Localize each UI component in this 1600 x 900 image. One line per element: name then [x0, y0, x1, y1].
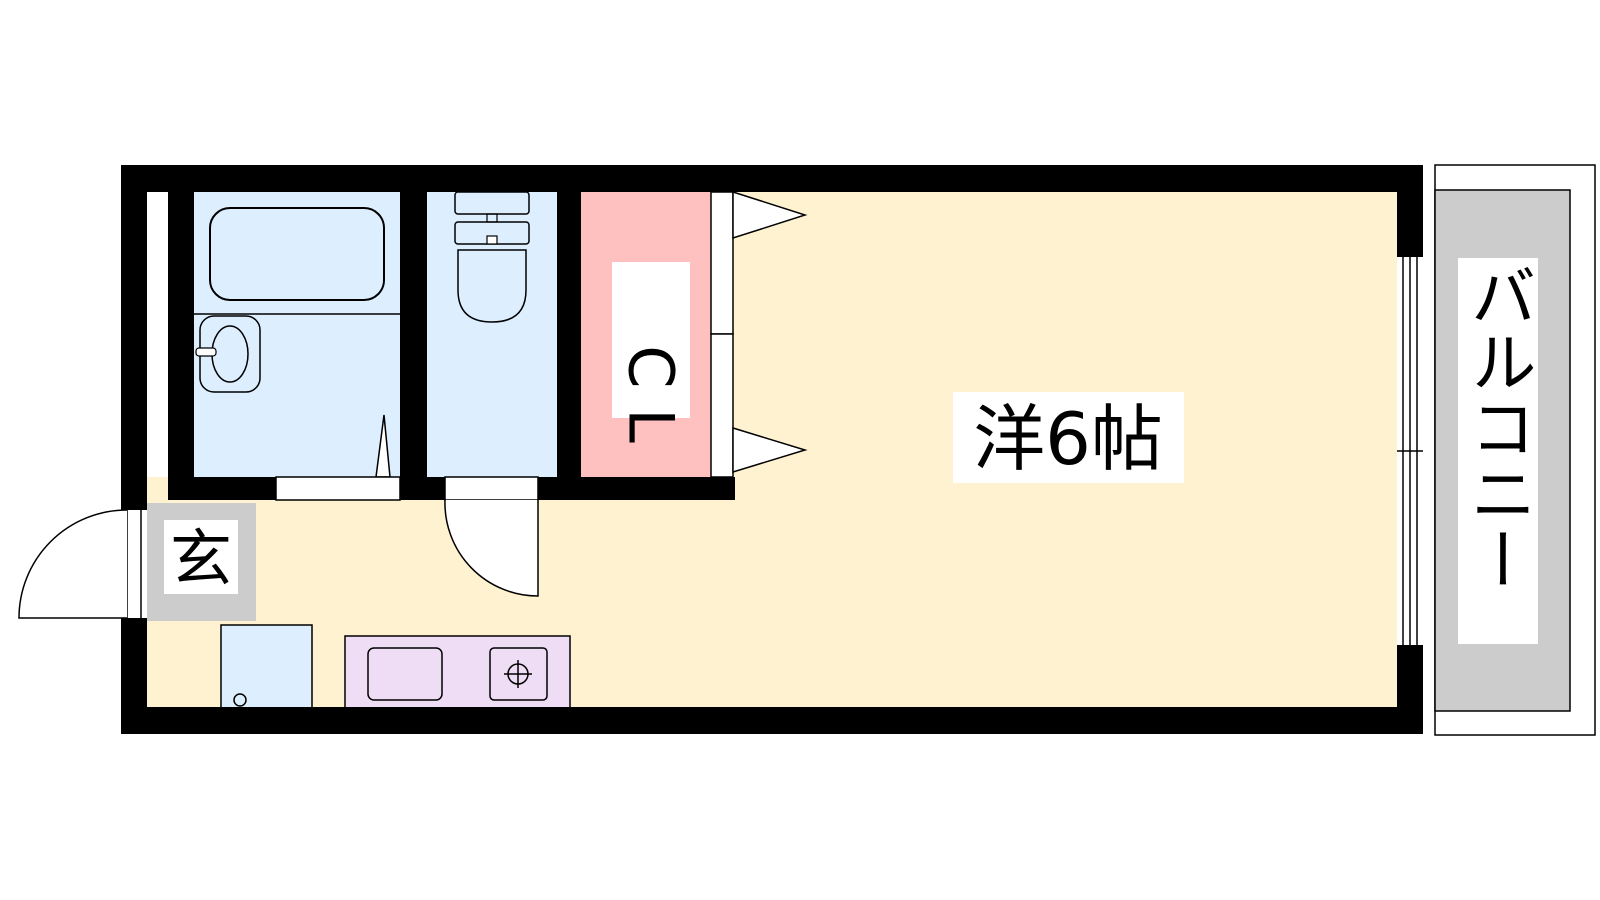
- fridge-marker-icon: [233, 693, 247, 707]
- western-room-label: 洋6帖: [973, 397, 1163, 481]
- bathroom-floor: [194, 192, 400, 477]
- window-icon: [147, 192, 168, 477]
- balcony-sliding-window-icon: [1397, 257, 1423, 645]
- kitchen-counter: [344, 635, 571, 713]
- sink-icon: [367, 647, 443, 701]
- bathtub-icon: [209, 207, 385, 301]
- bathroom-opening: [275, 476, 401, 501]
- toilet-room-floor: [427, 192, 557, 477]
- walls: [121, 165, 1423, 734]
- washbasin-icon: [195, 315, 261, 393]
- stove-burner-icon: [489, 647, 548, 701]
- closet-sliding-door-icon: [710, 190, 808, 478]
- entrance-label: 玄: [170, 522, 232, 595]
- closet-label: C L: [615, 345, 688, 443]
- balcony-label: バルコニー: [1460, 262, 1537, 592]
- fridge-space: [220, 624, 313, 713]
- toilet-door-opening: [444, 476, 539, 501]
- door-swing-icon: [444, 499, 539, 597]
- entrance-door-icon: [18, 509, 147, 619]
